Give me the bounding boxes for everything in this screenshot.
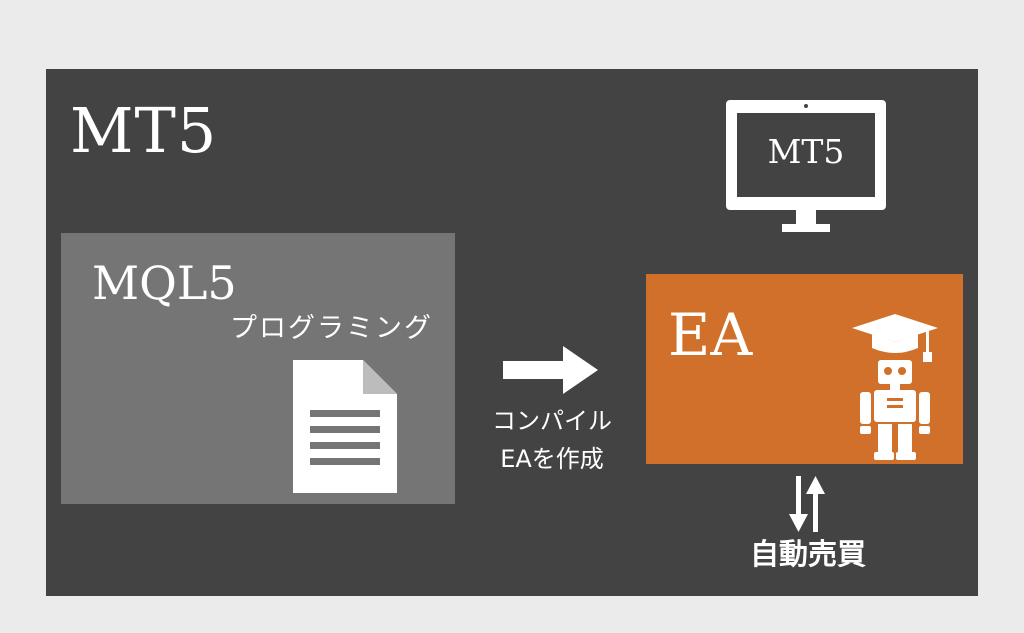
panel-title: MT5 <box>70 94 218 167</box>
graduate-robot-icon <box>852 314 938 460</box>
mql5-title: MQL5 <box>92 256 237 310</box>
document-icon <box>293 360 397 493</box>
monitor-icon <box>726 100 886 232</box>
arrow-right-icon <box>503 346 598 394</box>
up-down-arrows-icon <box>789 476 825 532</box>
compile-line-1: コンパイル <box>492 407 612 435</box>
compile-label: コンパイル EAを作成 <box>472 402 632 479</box>
ea-title: EA <box>668 301 753 369</box>
monitor-label: MT5 <box>767 132 845 171</box>
auto-trading-label: 自動売買 <box>749 537 866 571</box>
compile-line-2: EAを作成 <box>500 445 604 474</box>
mql5-subtitle: プログラミング <box>230 313 433 344</box>
